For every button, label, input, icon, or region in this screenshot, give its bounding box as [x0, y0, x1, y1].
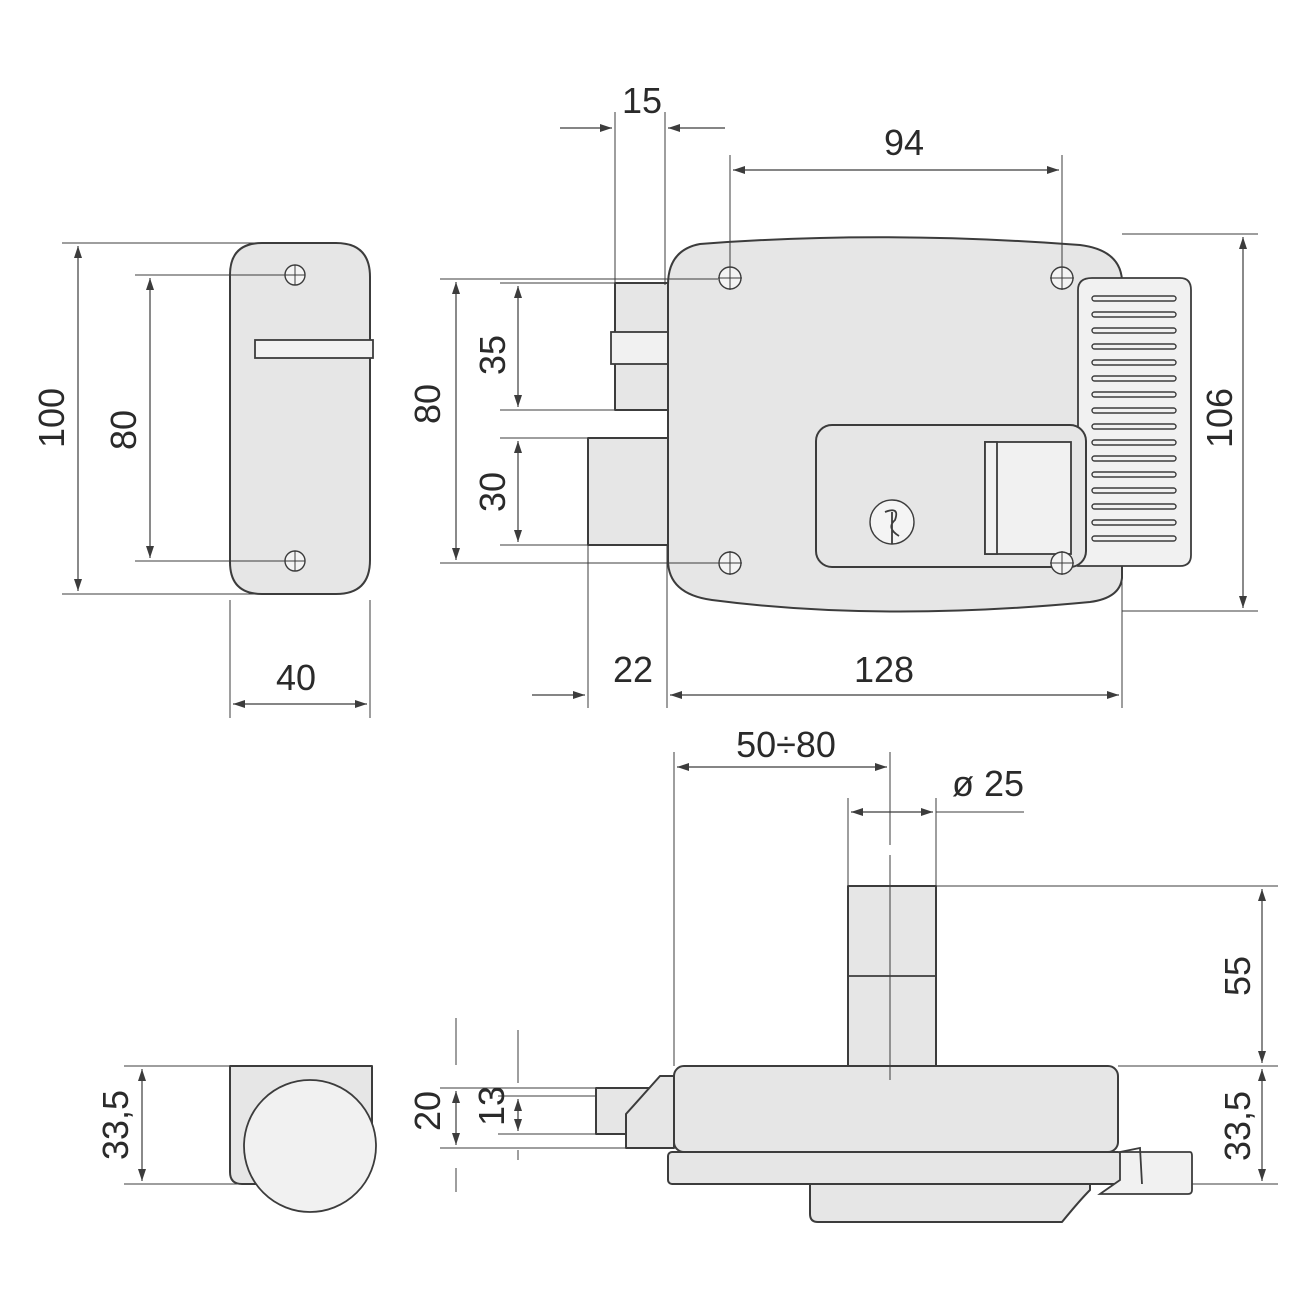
case-top — [673, 1065, 1119, 1153]
dim-latch-height: 35 — [472, 335, 513, 375]
dim-strike-hole-spacing: 80 — [103, 410, 144, 450]
dead-bolt — [587, 437, 670, 546]
release-button — [1077, 277, 1192, 567]
dim-lock-length: 128 — [854, 649, 914, 690]
dim-strike-height: 100 — [31, 388, 72, 448]
lock-top-dimensions — [440, 752, 1278, 1192]
dim-lock-height: 106 — [1199, 388, 1240, 448]
dim-hole-spacing-horizontal: 94 — [884, 122, 924, 163]
dim-lock-depth: 33,5 — [1217, 1091, 1258, 1161]
button-ribs — [1091, 295, 1177, 542]
strike-plate-front — [229, 242, 374, 595]
lock-top-view — [595, 885, 1193, 1223]
case-base — [809, 1181, 1091, 1223]
latch-section — [625, 1075, 675, 1149]
dim-bolt-section-inner: 13 — [471, 1086, 512, 1126]
strike-slot — [254, 339, 374, 359]
dim-bolt-height: 30 — [472, 472, 513, 512]
strike-side-view — [229, 1065, 377, 1213]
lock-front-dimensions — [440, 112, 1258, 708]
dim-cylinder-diameter: ø 25 — [952, 763, 1024, 804]
dim-hole-spacing-vertical: 80 — [407, 384, 448, 424]
dim-cylinder-length: 55 — [1217, 956, 1258, 996]
dim-strike-depth: 33,5 — [95, 1090, 136, 1160]
dim-strike-width: 40 — [276, 657, 316, 698]
dim-latch-width: 15 — [622, 80, 662, 121]
strike-bolt-receiver — [243, 1079, 377, 1213]
dim-bolt-throw: 22 — [613, 649, 653, 690]
strike-dimensions — [62, 242, 371, 718]
handle-recess — [984, 441, 1072, 555]
button-edge — [1097, 1151, 1193, 1195]
lock-front-view — [587, 236, 1192, 613]
dim-backset: 50÷80 — [736, 724, 836, 765]
dim-bolt-section-outer: 20 — [407, 1091, 448, 1131]
strike-side-dimensions — [124, 1065, 240, 1185]
